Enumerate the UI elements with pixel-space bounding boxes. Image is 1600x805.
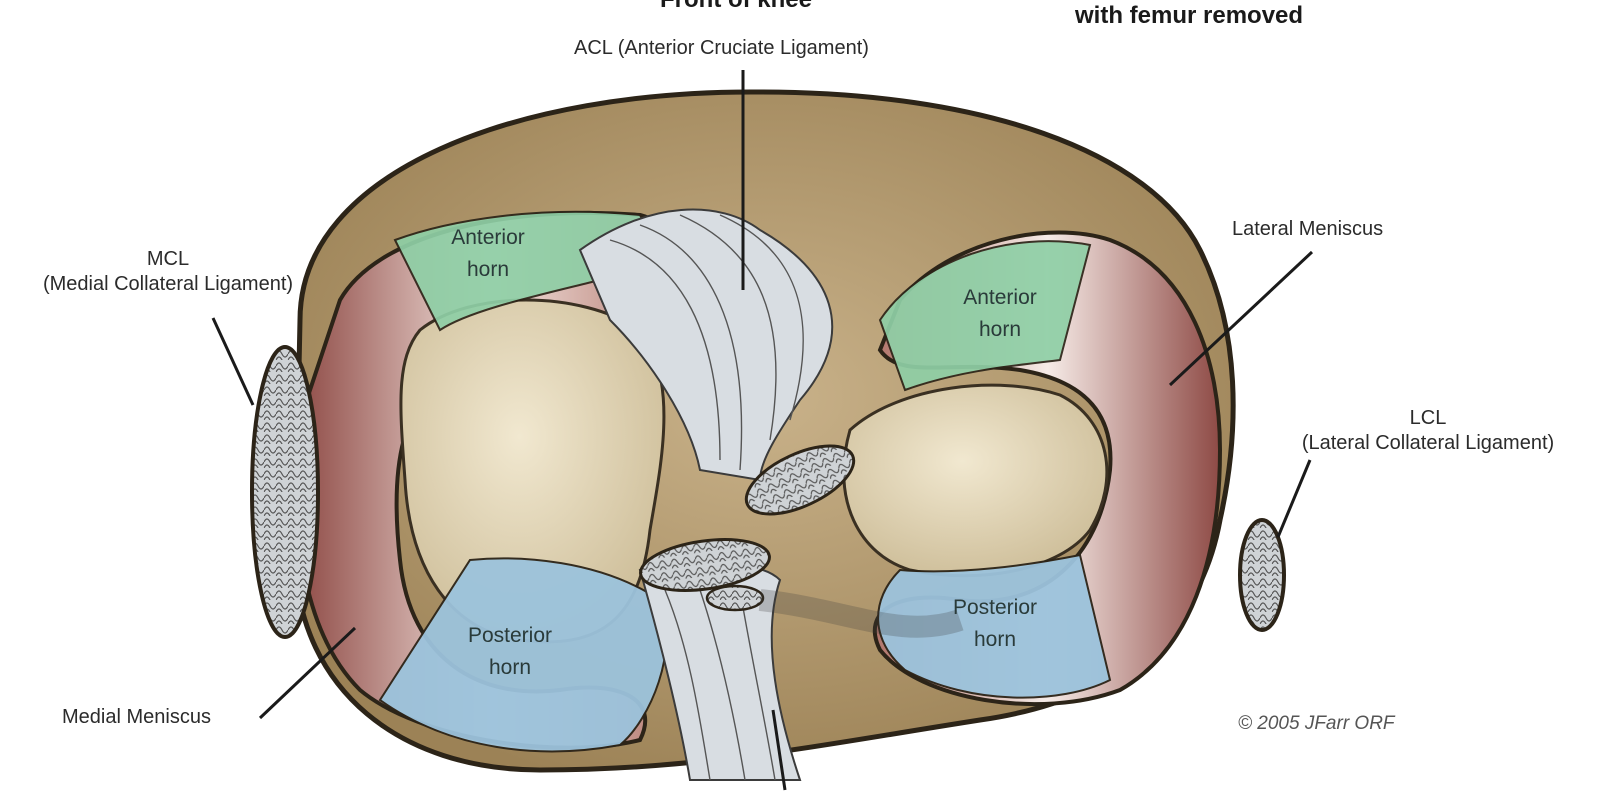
mcl-label: MCL (Medial Collateral Ligament) (8, 247, 328, 297)
lcl-abbr: LCL (1409, 407, 1447, 429)
lateral-anterior-horn (878, 240, 1092, 392)
mcl-full: (Medial Collateral Ligament) (42, 273, 294, 295)
lateral-anterior-horn-label: Anterior horn (940, 282, 1060, 345)
acl-label: ACL (Anterior Cruciate Ligament) (574, 37, 869, 59)
mcl-abbr: MCL (146, 248, 190, 270)
lateral-condyle (842, 383, 1109, 578)
horn-word-2: horn (466, 257, 510, 281)
medial-meniscus-label: Medial Meniscus (62, 706, 211, 728)
copyright-credit: © 2005 JFarr ORF (1238, 713, 1395, 734)
horn-word-1: Anterior (451, 226, 525, 249)
lateral-posterior-horn (877, 553, 1112, 699)
horn-word-1: Posterior (952, 596, 1038, 619)
horn-word-2: horn (973, 627, 1017, 651)
medial-posterior-horn-label: Posterior horn (440, 620, 580, 683)
acl-ligament (578, 208, 856, 516)
medial-anterior-horn-label: Anterior horn (428, 222, 548, 285)
header-femur-removed: with femur removed (1075, 2, 1304, 29)
header-front-of-knee: Front of knee (660, 0, 812, 14)
medial-posterior-horn (378, 557, 668, 753)
lcl-full: (Lateral Collateral Ligament) (1301, 432, 1555, 454)
mcl-cross-section (250, 345, 320, 639)
horn-word-2: horn (978, 317, 1022, 341)
horn-word-1: Anterior (963, 286, 1037, 309)
horn-word-2: horn (488, 655, 532, 679)
lateral-meniscus-label: Lateral Meniscus (1232, 218, 1384, 240)
lcl-cross-section (1238, 518, 1286, 632)
horn-word-1: Posterior (467, 624, 553, 647)
leader-lines (211, 70, 1314, 791)
lcl-label: LCL (Lateral Collateral Ligament) (1268, 406, 1588, 456)
lateral-posterior-horn-label: Posterior horn (935, 592, 1055, 655)
pcl-ligament (638, 538, 964, 781)
